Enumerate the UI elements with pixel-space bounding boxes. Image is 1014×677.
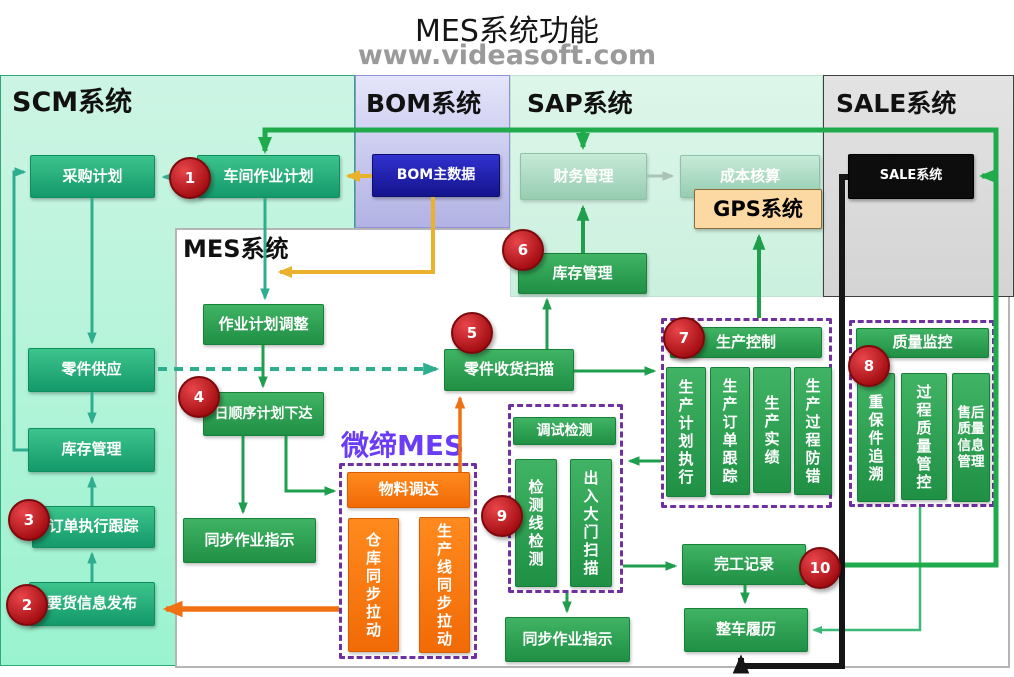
sale-section-label: SALE系统 [836,89,957,118]
badge-6: 6 [502,229,544,271]
badge-2: 2 [6,584,48,626]
badge-4: 4 [178,376,220,418]
box-plan-execution: 生产计划执行 [666,367,706,497]
box-demand-release: 要货信息发布 [29,582,155,626]
sap-section-label: SAP系统 [527,89,633,118]
box-parts-receive-scan: 零件收货扫描 [444,349,574,391]
box-process-quality: 过程质量管控 [901,373,947,500]
site-watermark: www.videasoft.com [357,40,657,71]
badge-7: 7 [663,317,705,359]
box-sync-instruction-bottom: 同步作业指示 [505,617,630,662]
box-line-sync-pull: 生产线同步拉动 [419,517,470,653]
box-workshop-plan: 车间作业计划 [197,155,340,198]
box-bom-master-data: BOM主数据 [372,154,500,197]
box-warehouse-sync-pull: 仓库同步拉动 [348,518,399,652]
box-gate-scan: 出入大门扫描 [570,459,612,587]
box-production-actual: 生产实绩 [753,367,791,493]
badge-9: 9 [481,495,523,537]
badge-3: 3 [8,499,50,541]
box-finance: 财务管理 [520,153,647,200]
box-parts-supply: 零件供应 [28,348,155,392]
box-completion-record: 完工记录 [682,544,806,585]
scm-section-label: SCM系统 [12,87,133,118]
bom-section-label: BOM系统 [366,89,482,118]
badge-1: 1 [169,157,211,199]
box-vehicle-history: 整车履历 [684,608,808,652]
box-sync-instruction-left: 同步作业指示 [183,518,316,563]
box-debug-test: 调试检测 [513,417,616,445]
badge-5: 5 [451,312,493,354]
box-purchase-plan: 采购计划 [30,155,155,198]
box-gps-system: GPS系统 [694,189,822,229]
box-daily-seq-release: 日顺序计划下达 [203,392,324,436]
mes-section-label: MES系统 [183,235,289,263]
box-order-tracking: 订单执行跟踪 [32,506,155,548]
box-key-parts-trace: 重保件追溯 [857,373,895,502]
box-order-trace: 生产订单跟踪 [710,367,750,495]
box-scm-inventory: 库存管理 [28,428,155,472]
box-sale-system: SALE系统 [848,154,974,199]
badge-10: 10 [799,547,841,589]
box-process-error-proof: 生产过程防错 [794,367,832,495]
badge-8: 8 [848,345,890,387]
vendor-brand-label: 微缔MES [341,429,465,462]
page-title: MES系统功能 [415,14,599,49]
box-after-sales-quality: 售后质量信息管理 [952,373,990,502]
box-plan-adjust: 作业计划调整 [203,304,324,345]
box-material-procure: 物料调达 [347,472,470,508]
